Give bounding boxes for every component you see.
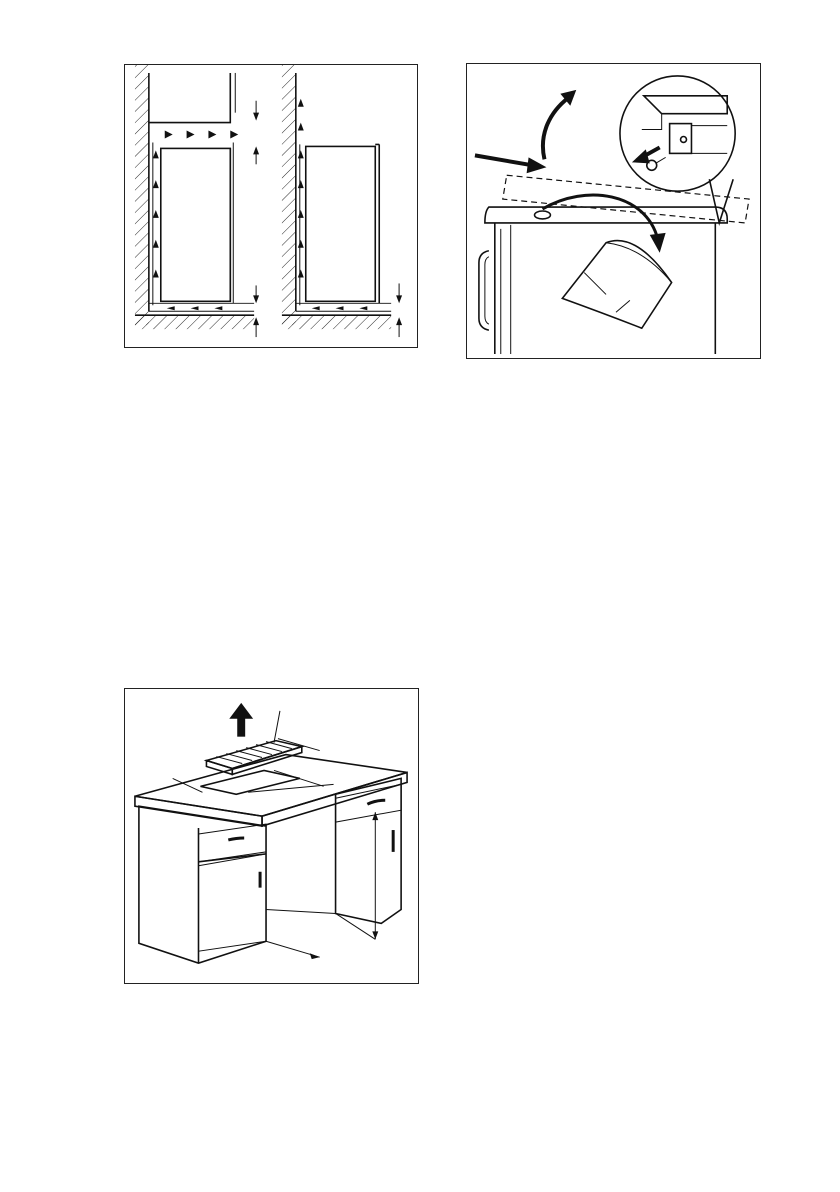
- airflow-arrows-top: [165, 131, 238, 139]
- cabinet-left-door: [198, 854, 266, 951]
- cabinet-left: [139, 806, 266, 963]
- worktop-grille-figure: [124, 688, 419, 984]
- appliance-left: [161, 148, 231, 301]
- top-removal-diagram: [467, 64, 760, 358]
- drawer-handle-right: [367, 800, 385, 804]
- floor-right-hatch: [282, 315, 391, 329]
- dimension-marks-left: [253, 101, 259, 337]
- push-arrow: [475, 155, 547, 173]
- airflow-arrows-bottom-left: [167, 306, 223, 310]
- door-handle: [479, 251, 489, 330]
- airflow-arrows-rear-right: [298, 99, 304, 278]
- ventilation-grille: [206, 741, 301, 775]
- lift-grille-arrow: [229, 703, 253, 737]
- dimension-marks-right: [396, 283, 402, 337]
- floor-left-hatch: [135, 315, 254, 329]
- ventilation-diagram: [125, 65, 417, 347]
- airflow-arrows-rear-left: [153, 150, 159, 277]
- detail-magnifier: [620, 76, 735, 223]
- to-bag-arrow: [542, 195, 657, 239]
- screw-icon: [632, 147, 666, 170]
- top-removal-figure: [466, 63, 761, 359]
- upper-cabinet: [149, 73, 230, 123]
- appliance-right: [306, 146, 376, 301]
- wall-left-hatch: [135, 65, 149, 325]
- wall-right-hatch: [282, 65, 296, 325]
- ventilation-clearance-figure: [124, 64, 418, 348]
- lift-arrow: [543, 90, 576, 160]
- lifted-top-outline: [503, 175, 749, 223]
- drawer-handle-left: [228, 838, 244, 840]
- plastic-bag-icon: [562, 241, 671, 329]
- screw-cover: [535, 211, 551, 219]
- airflow-arrows-bottom-right: [312, 306, 368, 310]
- worktop-diagram: [125, 689, 418, 983]
